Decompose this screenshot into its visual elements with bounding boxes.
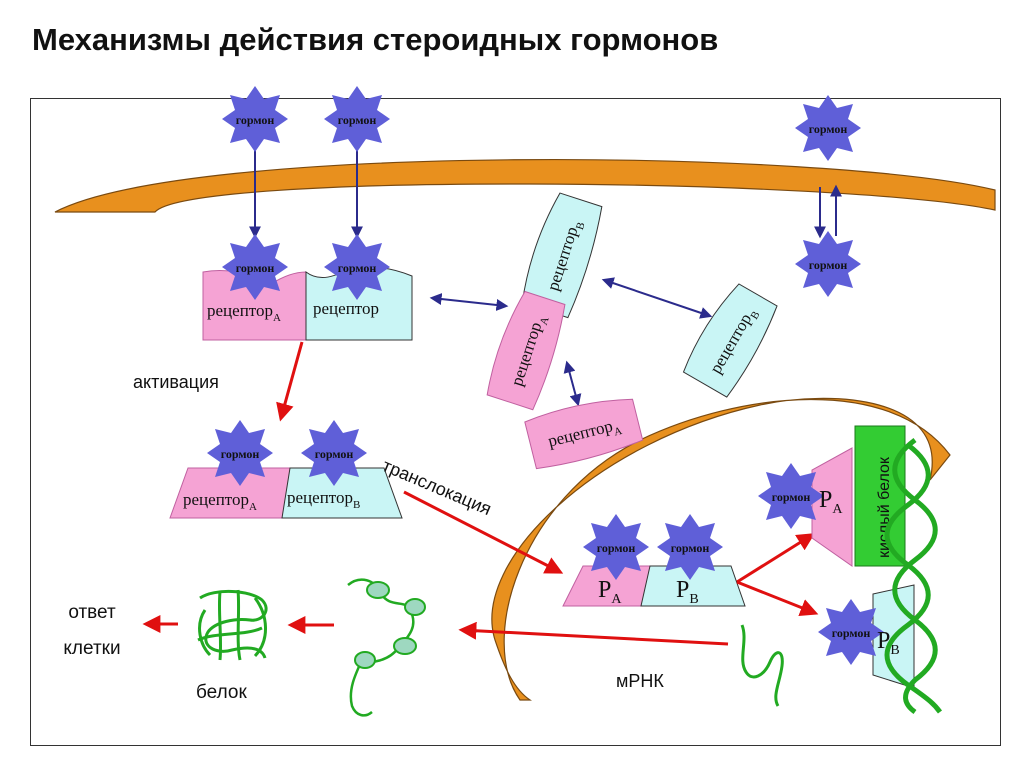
hormone-label: гормон (772, 490, 811, 504)
hormone-bound-b: гормон (324, 234, 390, 300)
free-receptor-b-right: рецепторB (682, 283, 778, 398)
acidic-protein-bar (854, 425, 906, 567)
nuclear-receptor-b-label: PB (676, 577, 699, 607)
hormone-label: гормон (315, 447, 354, 461)
translocation-arrow (403, 490, 564, 574)
diagram-frame (30, 98, 1001, 746)
protein-label: белок (196, 682, 247, 703)
ribosome-3 (393, 637, 417, 655)
activated-receptor-b-label: рецепторB (287, 488, 360, 511)
equilibrium-arrow-left (429, 293, 509, 311)
hormone-label: гормон (832, 626, 871, 640)
activation-arrow (276, 341, 304, 422)
receptor-b-label: рецептор (313, 299, 379, 318)
hormone-label: гормон (809, 258, 848, 272)
hormone-bound-a: гормон (222, 234, 288, 300)
hormone-nuclear-a: гормон (583, 514, 649, 580)
hormone-label: гормон (338, 261, 377, 275)
cell-response-label-2: клетки (63, 638, 120, 659)
free-receptor-a-bottom: рецепторA (524, 398, 644, 470)
mrna-label: мРНК (616, 671, 664, 691)
hormone-label: гормон (338, 113, 377, 127)
hormone-chromatin-b: гормон (818, 599, 884, 665)
hormone-activated-a: гормон (207, 420, 273, 486)
hormone-nuclear-b: гормон (657, 514, 723, 580)
hormone-chromatin-a: гормон (758, 463, 824, 529)
hormone-label: гормон (221, 447, 260, 461)
equilibrium-arrow-right (601, 277, 713, 319)
chromatin-receptor-a-shape (811, 447, 853, 567)
page-title: Механизмы действия стероидных гормонов (32, 22, 719, 57)
mrna-strand (740, 624, 784, 707)
receptor-a-label: рецепторA (207, 301, 281, 324)
hormone-label: гормон (671, 541, 710, 555)
mrna-export-arrow (458, 621, 729, 646)
activated-receptor-a-label: рецепторA (183, 490, 257, 513)
hormone-outside-c: гормон (795, 95, 861, 161)
cell-membrane (54, 158, 996, 213)
ribosome-1 (366, 581, 390, 599)
dna-strand-2 (892, 437, 938, 715)
binding-arrow-down (736, 580, 819, 617)
hormone-inside-free: гормон (795, 231, 861, 297)
hormone-activated-b: гормон (301, 420, 367, 486)
activation-label: активация (133, 372, 219, 392)
binding-arrow-up (736, 533, 816, 584)
folded-protein (197, 589, 268, 661)
ribosome-2 (404, 598, 426, 616)
hormone-label: гормон (809, 122, 848, 136)
ribosome-4 (354, 651, 376, 669)
hormone-label: гормон (236, 261, 275, 275)
hormone-outside-b: гормон (324, 86, 390, 152)
equilibrium-arrow-down (563, 360, 582, 407)
hormone-outside-a: гормон (222, 86, 288, 152)
free-receptor-a-tilted: рецепторA (486, 290, 566, 411)
chromatin-receptor-a-label: PA (819, 487, 843, 517)
nuclear-receptor-a-label: PA (598, 577, 622, 607)
hormone-label: гормон (236, 113, 275, 127)
cell-response-label-1: ответ (68, 602, 116, 623)
free-receptor-b-top: рецепторB (521, 192, 603, 319)
hormone-label: гормон (597, 541, 636, 555)
nuclear-membrane (491, 397, 951, 701)
